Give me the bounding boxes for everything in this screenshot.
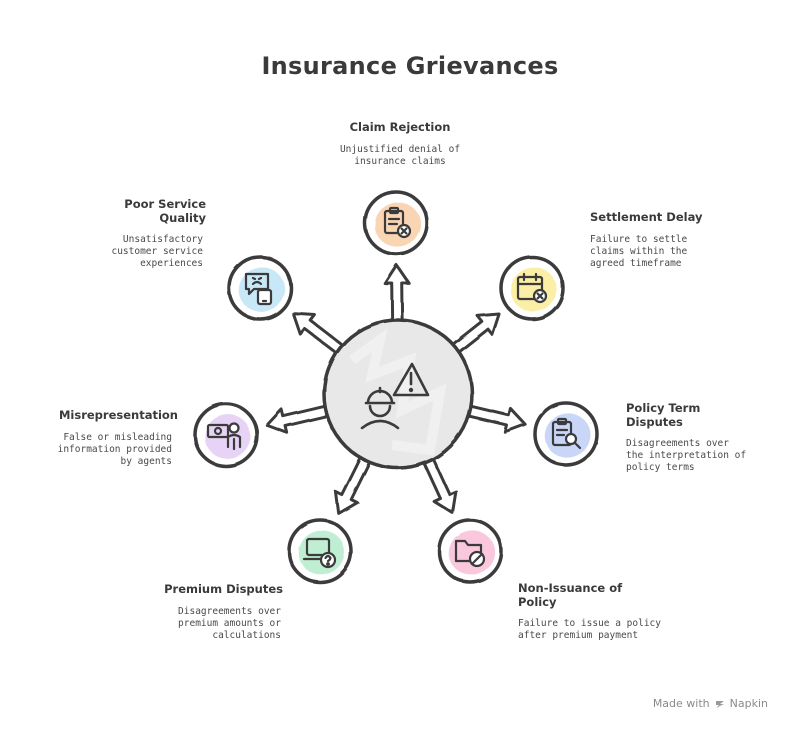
node-title-settlement-delay: Settlement Delay	[590, 210, 703, 224]
calendar-x-icon	[516, 272, 548, 304]
center-hub	[322, 318, 474, 470]
node-settlement-delay	[499, 255, 565, 321]
node-claim-rejection	[363, 190, 429, 256]
laptop-question-icon	[302, 537, 337, 569]
node-premium-disputes	[287, 518, 353, 584]
made-with-label: Made with	[652, 697, 710, 710]
napkin-logo-icon	[715, 700, 724, 708]
diagram-title: Insurance Grievances	[261, 52, 559, 80]
node-desc-non-issuance: Failure to issue a policy after premium …	[518, 618, 661, 641]
node-title-poor-service-quality: Poor Service Quality	[124, 197, 206, 225]
node-title-misrepresentation: Misrepresentation	[58, 408, 178, 422]
node-poor-service-quality	[227, 255, 293, 321]
phone-sad-chat-icon	[244, 272, 273, 306]
node-non-issuance	[437, 518, 503, 584]
clipboard-x-icon	[383, 206, 412, 239]
node-desc-poor-service-quality: Unsatisfactory customer service experien…	[111, 234, 203, 269]
node-desc-premium-disputes: Disagreements over premium amounts or ca…	[178, 606, 281, 641]
node-title-claim-rejection: Claim Rejection	[349, 120, 451, 134]
node-desc-settlement-delay: Failure to settle claims within the agre…	[590, 234, 688, 269]
node-desc-claim-rejection: Unjustified denial of insurance claims	[339, 144, 461, 167]
node-policy-term-disputes	[533, 401, 599, 467]
napkin-brand: Napkin	[729, 697, 768, 710]
nodes-layer	[193, 190, 599, 584]
node-title-premium-disputes: Premium Disputes	[164, 582, 283, 596]
node-title-policy-term-disputes: Policy Term Disputes	[626, 401, 701, 429]
money-person-icon	[206, 422, 242, 451]
warning-person-icon	[360, 362, 430, 430]
clipboard-search-icon	[551, 417, 582, 450]
folder-block-icon	[454, 539, 486, 568]
node-misrepresentation	[193, 402, 259, 468]
node-title-non-issuance: Non-Issuance of Policy	[518, 581, 623, 609]
node-desc-policy-term-disputes: Disagreements over the interpretation of…	[626, 438, 747, 473]
made-with-napkin[interactable]: Made with Napkin	[653, 697, 768, 710]
node-desc-misrepresentation: False or misleading information provided…	[57, 432, 172, 467]
